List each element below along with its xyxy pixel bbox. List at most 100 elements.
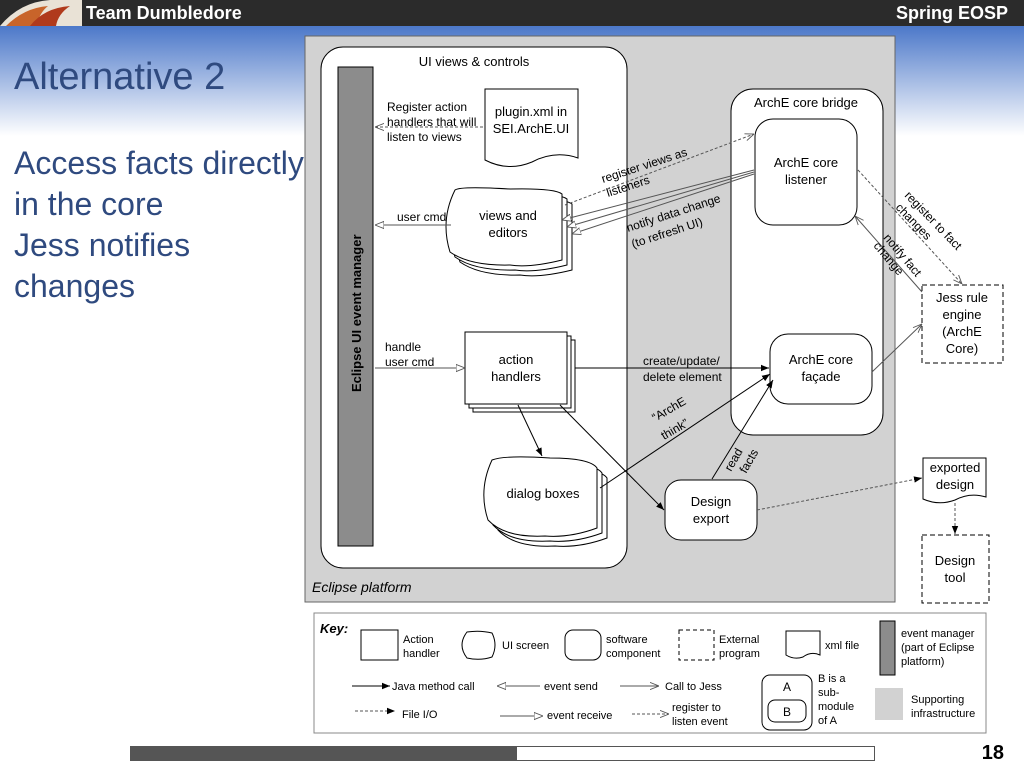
bullet-item: Jess notifies changes (14, 227, 191, 304)
phoenix-logo-icon (0, 0, 82, 26)
export-file-arrow (756, 476, 923, 511)
register-handlers-1: Register action (387, 100, 467, 114)
user-cmd-label: user cmd (397, 210, 446, 224)
bullet-item: Access facts directly in the core (14, 145, 304, 222)
exported-design-line2: design (936, 477, 974, 492)
facade-to-jess-arrow (871, 324, 922, 373)
key-xml-file: xml file (825, 640, 859, 652)
key-jess-call: Call to Jess (665, 681, 722, 693)
action-handlers-line1: action (499, 352, 534, 367)
jess-engine-line1: Jess rule (936, 290, 988, 305)
register-handlers-2: handlers that will (387, 115, 476, 129)
design-export-line1: Design (691, 494, 731, 509)
key-event-manager-2: (part of Eclipse (901, 642, 974, 654)
event-manager-bar (337, 66, 374, 547)
design-tool-box (921, 534, 990, 604)
jess-engine-line3: (ArchE (942, 324, 982, 339)
key-submodule-4: of A (818, 715, 838, 727)
design-export-line2: export (693, 511, 730, 526)
key-event-send: event send (544, 681, 598, 693)
key-event-receive: event receive (547, 710, 612, 722)
key-module-a: A (783, 680, 791, 694)
jess-engine-line4: Core) (946, 341, 979, 356)
key-ui-screen: UI screen (502, 640, 549, 652)
key-supporting-1: Supporting (911, 694, 964, 706)
views-editors-stack (445, 187, 573, 277)
key-register-2: listen event (672, 716, 728, 728)
key-xml-file-shape (785, 630, 821, 659)
slide-progress-bar (130, 746, 875, 761)
action-to-dialog-arrow (517, 404, 543, 457)
create-update-line2: delete element (643, 370, 722, 384)
event-manager-label: Eclipse UI event manager (349, 234, 364, 392)
design-export-box (664, 479, 758, 541)
key-external-program-shape (678, 629, 715, 661)
design-tool-line2: tool (945, 570, 966, 585)
header-bar: Team Dumbledore Spring EOSP (0, 0, 1024, 26)
plugin-xml-line2: SEI.ArchE.UI (493, 121, 570, 136)
key-submodule-2: sub- (818, 687, 840, 699)
views-editors-line2: editors (488, 225, 528, 240)
key-event-manager-1: event manager (901, 628, 975, 640)
bullet-list: Access facts directly in the core Jess n… (14, 143, 304, 307)
page-number: 18 (981, 742, 1004, 764)
plugin-xml-file (484, 88, 579, 167)
register-handlers-3: listen to views (387, 130, 462, 144)
core-listener-box (754, 118, 858, 226)
key-event-manager-shape (879, 620, 896, 676)
core-facade-box (769, 333, 873, 405)
key-title: Key: (320, 621, 348, 636)
ui-box-label: UI views & controls (419, 54, 530, 69)
key-software-2: component (606, 648, 660, 660)
jess-engine-line2: engine (942, 307, 981, 322)
handle-cmd-line2: user cmd (385, 355, 434, 369)
plugin-xml-line1: plugin.xml in (495, 104, 567, 119)
team-name: Team Dumbledore (86, 3, 242, 23)
key-software-1: software (606, 634, 648, 646)
notify-data-change-arrows (562, 169, 755, 234)
register-views-arrow (564, 134, 754, 206)
register-fact-arrow (857, 169, 962, 284)
key-java-call: Java method call (392, 681, 475, 693)
core-listener-line2: listener (785, 172, 828, 187)
key-external-1: External (719, 634, 759, 646)
key-action-handler-shape (360, 629, 399, 661)
key-supporting-shape (875, 688, 903, 720)
core-facade-line2: façade (801, 369, 840, 384)
views-editors-line1: views and (479, 208, 537, 223)
key-external-2: program (719, 648, 760, 660)
key-box (313, 612, 987, 734)
action-to-export-arrow (559, 404, 665, 511)
dialog-boxes-stack (483, 456, 608, 547)
notify-fact-arrow (855, 216, 923, 293)
course-name: Spring EOSP (895, 3, 1008, 23)
create-update-line1: create/update/ (643, 354, 720, 368)
key-module-b: B (783, 705, 791, 719)
key-event-manager-3: platform) (901, 656, 944, 668)
key-action-handler-2: handler (403, 648, 440, 660)
core-facade-line1: ArchE core (789, 352, 853, 367)
key-ui-screen-shape (461, 630, 496, 660)
key-supporting-2: infrastructure (911, 708, 975, 720)
key-module-b-shape (767, 699, 807, 723)
key-action-handler-1: Action (403, 634, 434, 646)
slide-title: Alternative 2 (14, 56, 226, 98)
exported-design-file (922, 457, 987, 504)
key-file-io: File I/O (402, 709, 438, 721)
dialog-boxes-label: dialog boxes (507, 486, 580, 501)
design-tool-line1: Design (935, 553, 975, 568)
key-software-component-shape (564, 629, 602, 661)
action-handlers-box (464, 331, 568, 405)
read-facts-arrow (711, 379, 774, 480)
platform-label: Eclipse platform (312, 579, 412, 595)
slide-progress-fill (131, 747, 518, 760)
core-listener-line1: ArchE core (774, 155, 838, 170)
key-submodule-1: B is a (818, 673, 846, 685)
action-handlers-line2: handlers (491, 369, 541, 384)
key-submodule-3: module (818, 701, 854, 713)
ui-views-box (320, 46, 628, 569)
key-register-1: register to (672, 702, 721, 714)
jess-engine-box (921, 284, 1004, 364)
core-bridge-label: ArchE core bridge (754, 95, 858, 110)
